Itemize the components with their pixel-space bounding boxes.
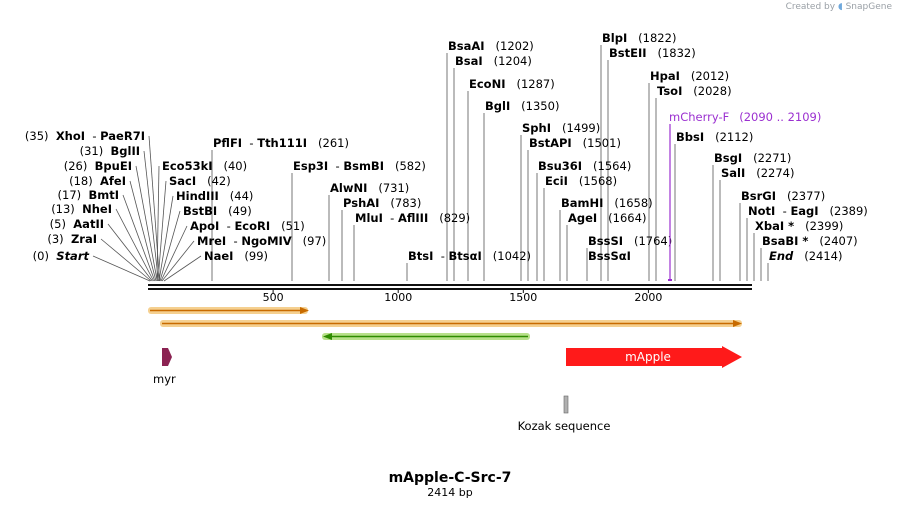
site-label[interactable]: BssSαI <box>588 249 631 263</box>
site-label[interactable]: BssSI (1764) <box>588 234 672 248</box>
map-length: 2414 bp <box>427 486 472 499</box>
scale-ticks: 500 1000 1500 2000 <box>263 289 662 304</box>
site-label[interactable]: (13) NheI <box>51 202 112 216</box>
site-label[interactable]: End (2414) <box>769 249 843 263</box>
site-connector <box>115 208 154 282</box>
feature-myr-label: myr <box>153 372 176 386</box>
site-connector <box>156 165 160 282</box>
site-connector <box>148 135 160 282</box>
site-label[interactable]: (3) ZraI <box>47 232 97 246</box>
site-label[interactable]: (17) BmtI <box>58 188 119 202</box>
site-label[interactable]: BlpI (1822) <box>602 31 676 45</box>
site-connector <box>161 240 195 282</box>
site-label[interactable]: MreI - NgoMIV (97) <box>197 234 326 248</box>
site-label[interactable]: HindIII (44) <box>176 189 253 203</box>
site-connector <box>163 255 202 282</box>
site-label[interactable]: PflFI - Tth111I (261) <box>213 136 349 150</box>
feature-kozak[interactable]: Kozak sequence <box>518 395 611 433</box>
site-labels: (0) Start (3) ZraI(5) AatII(13) NheI(17) … <box>25 31 868 263</box>
site-connector <box>159 210 181 282</box>
site-label[interactable]: (5) AatII <box>50 217 104 231</box>
site-connector <box>92 255 151 282</box>
site-label[interactable]: (18) AfeI <box>69 174 126 188</box>
primer-range: (2090 .. 2109) <box>739 110 821 124</box>
snapgene-logo-icon: ◖ <box>837 2 843 12</box>
site-label[interactable]: NaeI (99) <box>204 249 268 263</box>
primer-name: mCherry-F <box>669 110 729 124</box>
orf-short[interactable] <box>148 307 309 314</box>
sequence-backbone <box>148 284 752 290</box>
site-label[interactable]: BbsI (2112) <box>676 130 753 144</box>
brand-prefix: Created by <box>785 2 836 12</box>
feature-kozak-label: Kozak sequence <box>518 419 611 433</box>
site-label[interactable]: (26) BpuEI <box>64 159 132 173</box>
orf-long[interactable] <box>160 320 742 327</box>
scale-tick-label: 2000 <box>634 291 662 304</box>
site-label[interactable]: BsaBI * (2407) <box>762 234 858 248</box>
site-label[interactable]: BsrGI (2377) <box>741 189 825 203</box>
site-label[interactable]: XbaI * (2399) <box>755 219 843 233</box>
feature-mapple-label: mApple <box>625 350 671 364</box>
site-connector <box>143 150 159 282</box>
site-label[interactable]: Esp3I - BsmBI (582) <box>293 159 426 173</box>
site-label[interactable]: EciI (1568) <box>545 174 617 188</box>
site-label[interactable]: HpaI (2012) <box>650 69 729 83</box>
site-label[interactable]: BglI (1350) <box>485 99 559 113</box>
feature-mapple[interactable]: mApple <box>566 346 742 368</box>
site-label[interactable]: ApoI - EcoRI (51) <box>190 219 305 233</box>
site-label[interactable]: BtsI - BtsαI (1042) <box>408 249 531 263</box>
site-label[interactable]: AlwNI (731) <box>330 181 409 195</box>
site-connector <box>122 194 156 282</box>
site-connector <box>160 225 188 282</box>
brand-name: SnapGene <box>845 2 892 12</box>
site-label[interactable]: BstBI (49) <box>183 204 252 218</box>
map-title: mApple-C-Src-7 <box>389 470 512 486</box>
site-label[interactable]: EcoNI (1287) <box>469 77 555 91</box>
scale-tick-label: 1500 <box>509 291 537 304</box>
site-connectors <box>92 45 769 282</box>
site-label[interactable]: PshAI (783) <box>343 196 421 210</box>
scale-tick-label: 500 <box>263 291 284 304</box>
site-connector <box>135 165 158 282</box>
site-label[interactable]: (35) XhoI - PaeR7I <box>25 129 145 143</box>
site-label[interactable]: AgeI (1664) <box>568 211 646 225</box>
svg-text:mCherry-F(2090 .. 2109): mCherry-F (2090 .. 2109) <box>669 110 821 124</box>
site-label[interactable]: SphI (1499) <box>522 121 600 135</box>
site-label[interactable]: (0) Start <box>33 249 90 263</box>
site-label[interactable]: BsaI (1204) <box>455 54 532 68</box>
site-label[interactable]: BstAPI (1501) <box>529 136 621 150</box>
site-label[interactable]: BamHI (1658) <box>561 196 653 210</box>
site-label[interactable]: BstEII (1832) <box>609 46 696 60</box>
site-label[interactable]: NotI - EagI (2389) <box>748 204 868 218</box>
site-label[interactable]: BsgI (2271) <box>714 151 791 165</box>
site-label[interactable]: SacI (42) <box>169 174 231 188</box>
site-label[interactable]: Bsu36I (1564) <box>538 159 631 173</box>
site-label[interactable]: BsaAI (1202) <box>448 39 534 53</box>
site-label[interactable]: MluI - AflIII (829) <box>355 211 470 225</box>
site-label[interactable]: TsoI (2028) <box>657 84 732 98</box>
scale-tick-label: 1000 <box>384 291 412 304</box>
feature-myr[interactable]: myr <box>153 348 176 386</box>
primer-mcherry-f[interactable]: mCherry-F (2090 .. 2109) <box>668 110 821 281</box>
site-connector <box>100 238 152 282</box>
brand-watermark: Created by ◖ SnapGene <box>786 2 892 12</box>
site-connector <box>157 180 167 282</box>
site-label[interactable]: (31) BglII <box>80 144 140 158</box>
site-connector <box>129 180 157 282</box>
site-connector <box>158 195 174 282</box>
site-connector <box>107 223 153 282</box>
orf-reverse[interactable] <box>322 333 530 340</box>
site-label[interactable]: Eco53kI (40) <box>162 159 247 173</box>
site-label[interactable]: SalI (2274) <box>721 166 794 180</box>
